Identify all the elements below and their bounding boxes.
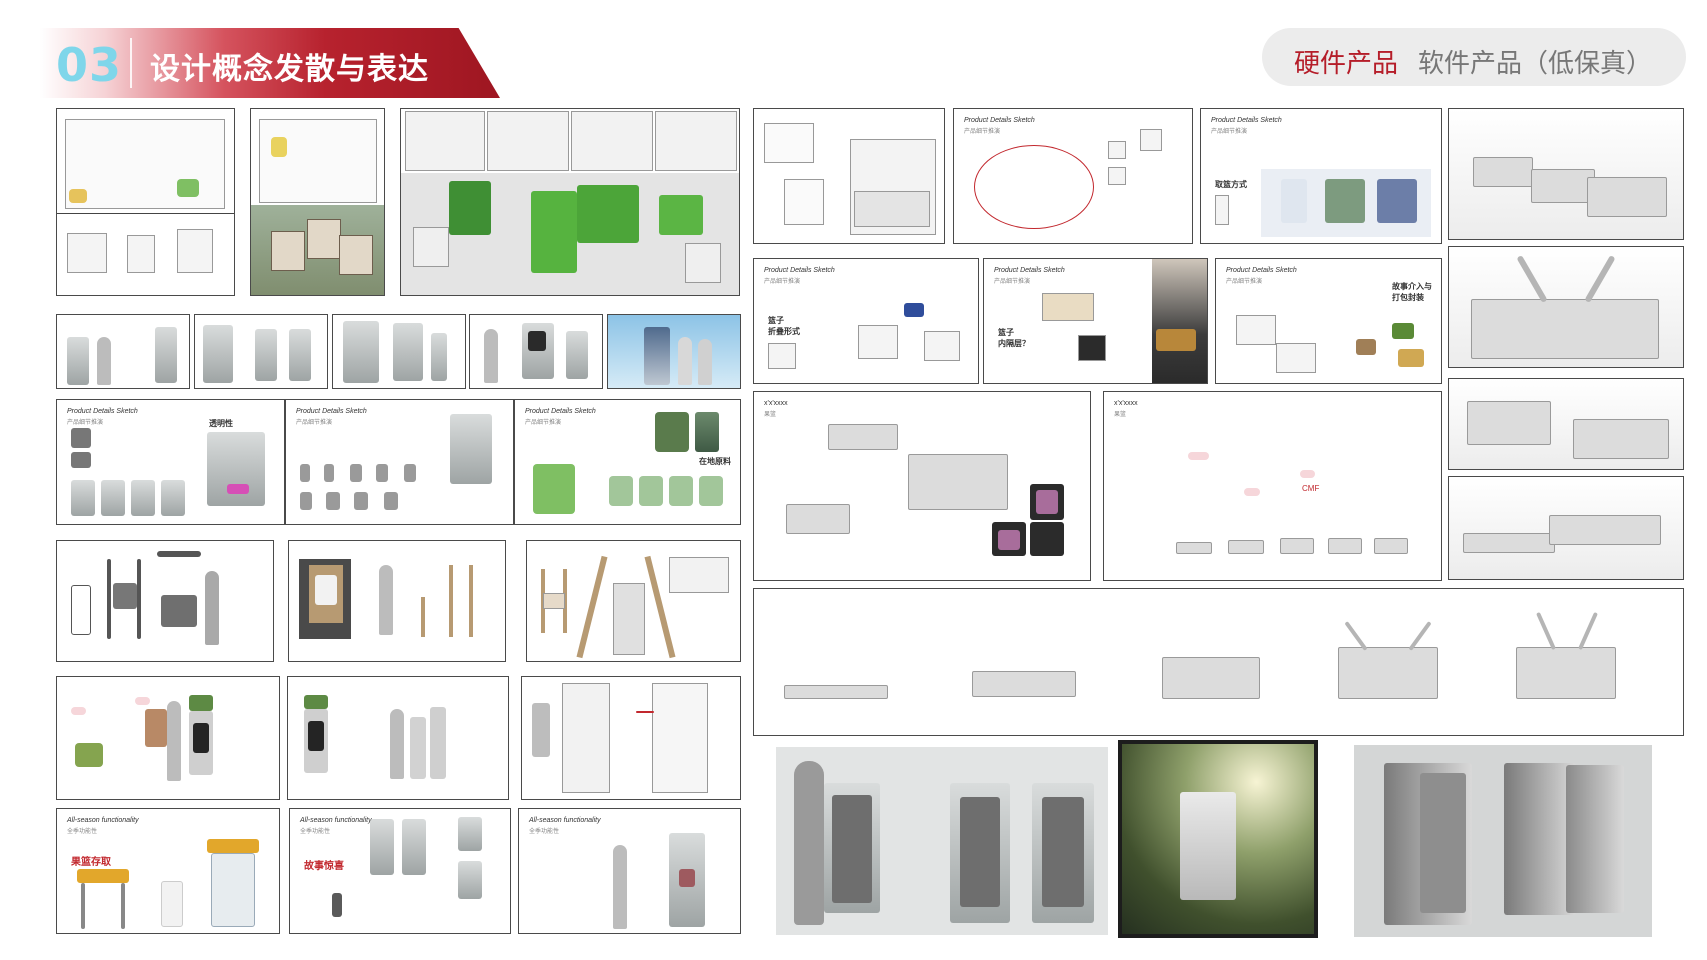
sketch-subcaption: 产品细节推演 (994, 279, 1031, 285)
all-season-story-surprise[interactable]: All-season functionality 全季功能性 故事惊喜 (289, 808, 511, 934)
sketch-caption: Product Details Sketch (994, 267, 1065, 274)
sketch-caption: Product Details Sketch (67, 408, 138, 415)
sketch-subcaption: 产品细节推演 (67, 420, 104, 426)
storage-tower-sketch[interactable] (521, 676, 741, 800)
label-transparency: 透明性 (209, 419, 233, 428)
sketch-subcaption: 产品细节推演 (525, 420, 562, 426)
sketch-board-green-modules[interactable] (400, 108, 740, 296)
sketch-subcaption: 产品细节推演 (296, 420, 333, 426)
details-sketch-fold[interactable]: Product Details Sketch 产品细节推演 篮子 折叠形式 (753, 258, 979, 384)
basket-fold-sequence[interactable] (753, 588, 1684, 736)
details-sketch-shapes[interactable]: Product Details Sketch 产品细节推演 (285, 399, 514, 525)
details-sketch-story-packaging[interactable]: Product Details Sketch 产品细节推演 故事介入与 打包封装 (1215, 258, 1442, 384)
sketch-board-concepts[interactable] (56, 108, 235, 296)
details-sketch-transparency[interactable]: Product Details Sketch 产品细节推演 透明性 (56, 399, 285, 525)
basket-subcaption: 果篮 (1114, 412, 1127, 418)
sketch-caption: Product Details Sketch (525, 408, 596, 415)
sketch-subcaption: 产品细节推演 (1211, 129, 1248, 135)
label-local-material: 在地原料 (699, 457, 731, 466)
all-season-subcaption: 全季功能性 (300, 829, 331, 835)
stand-sketch-easel[interactable] (288, 540, 506, 662)
product-tabs: 硬件产品 软件产品（低保真） (1262, 28, 1686, 86)
details-sketch-local-material[interactable]: Product Details Sketch 产品细节推演 在地原料 (514, 399, 741, 525)
sketch-caption: Product Details Sketch (1226, 267, 1297, 274)
basket-subcaption: 果篮 (764, 412, 777, 418)
all-season-fruit-basket-storage[interactable]: All-season functionality 全季功能性 果篮存取 (56, 808, 280, 934)
label-pickup: 取篮方式 (1215, 180, 1247, 189)
all-season-dimensions[interactable]: All-season functionality 全季功能性 (518, 808, 741, 934)
booth-sketch-4[interactable] (469, 314, 603, 389)
sketch-caption: Product Details Sketch (1211, 117, 1282, 124)
placeholder-caption: x'x'xxxx (1114, 400, 1138, 407)
sketch-subcaption: 产品细节推演 (1226, 279, 1263, 285)
details-sketch-pickup[interactable]: Product Details Sketch 产品细节推演 取篮方式 (1200, 108, 1442, 244)
tab-hardware-products[interactable]: 硬件产品 (1294, 49, 1399, 79)
booth-sketch-2[interactable] (194, 314, 328, 389)
all-season-subcaption: 全季功能性 (67, 829, 98, 835)
basket-cmf-board[interactable]: x'x'xxxx 果篮 CMF (1103, 391, 1442, 581)
all-season-caption: All-season functionality (300, 817, 372, 824)
basket-crate-sketch[interactable] (753, 108, 945, 244)
tab-software-products[interactable]: 软件产品（低保真） (1418, 49, 1653, 79)
sketch-subcaption: 产品细节推演 (964, 129, 1001, 135)
planter-sketch-2[interactable] (287, 676, 509, 800)
label-story-surprise: 故事惊喜 (304, 861, 344, 872)
label-fruit-basket-storage: 果篮存取 (71, 857, 111, 868)
all-season-subcaption: 全季功能性 (529, 829, 560, 835)
basket-render-open[interactable] (1448, 378, 1684, 470)
section-title: 设计概念发散与表达 (150, 52, 429, 87)
booth-render-sky[interactable] (607, 314, 741, 389)
banner-divider (130, 38, 132, 88)
booth-sketch-3[interactable] (332, 314, 466, 389)
basket-render-handles[interactable] (1448, 246, 1684, 368)
sketch-subcaption: 产品细节推演 (764, 279, 801, 285)
stand-sketch-frame[interactable] (56, 540, 274, 662)
details-sketch-divider[interactable]: Product Details Sketch 产品细节推演 篮子 内隔层？ (983, 258, 1208, 384)
all-season-caption: All-season functionality (67, 817, 139, 824)
label-divider: 篮子 内隔层？ (998, 328, 1030, 348)
basket-render-flat[interactable] (1448, 476, 1684, 580)
booth-render-forest[interactable] (1118, 740, 1318, 938)
stand-sketch-wood[interactable] (526, 540, 741, 662)
basket-render-board[interactable]: x'x'xxxx 果篮 (753, 391, 1091, 581)
sketch-caption: Product Details Sketch (296, 408, 367, 415)
sketch-caption: Product Details Sketch (764, 267, 835, 274)
placeholder-caption: x'x'xxxx (764, 400, 788, 407)
sketch-board-hexagon-pavilion[interactable] (250, 108, 385, 296)
label-story-intro: 故事介入与 打包封装 (1392, 282, 1432, 302)
planter-sketch-1[interactable] (56, 676, 280, 800)
details-sketch-flow[interactable]: Product Details Sketch 产品细节推演 (953, 108, 1193, 244)
section-number: 03 (56, 38, 123, 92)
booth-render-pair[interactable] (1354, 745, 1652, 937)
basket-render-row[interactable] (1448, 108, 1684, 240)
all-season-caption: All-season functionality (529, 817, 601, 824)
booth-sketch-1[interactable] (56, 314, 190, 389)
label-fold: 篮子 折叠形式 (768, 316, 800, 336)
booth-render-grid[interactable] (776, 747, 1108, 935)
sketch-caption: Product Details Sketch (964, 117, 1035, 124)
section-banner: 03 设计概念发散与表达 (40, 28, 500, 98)
label-cmf: CMF (1302, 484, 1320, 493)
